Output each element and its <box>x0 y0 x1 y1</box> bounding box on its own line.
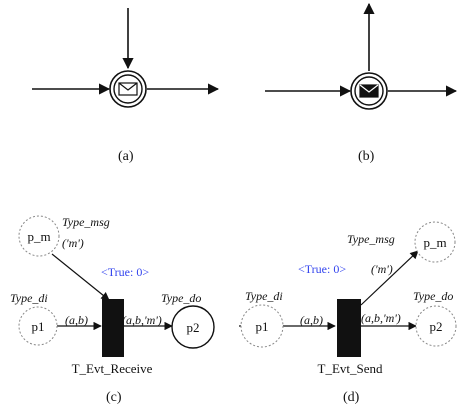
place-p2: p2 <box>171 305 215 349</box>
arc-out-label: (a,b,'m') <box>122 313 162 327</box>
arc-in-label: (a,b) <box>300 313 323 327</box>
type-di-label: Type_di <box>10 291 48 305</box>
transition-label: T_Evt_Receive <box>72 361 153 376</box>
place-p2-label: p2 <box>187 320 200 335</box>
place-p-m: p_m <box>414 221 456 263</box>
place-p1: p1 <box>18 306 58 346</box>
token-msg-label: ('m') <box>371 262 393 276</box>
place-p1: p1 <box>240 304 284 348</box>
arc-in-label: (a,b) <box>65 313 88 327</box>
place-p1-label: p1 <box>32 319 45 334</box>
place-p1-label: p1 <box>256 319 269 334</box>
place-p2: p2 <box>415 305 457 347</box>
transition-t-evt-receive <box>102 299 124 357</box>
transition-t-evt-send <box>337 299 361 357</box>
arc-pm-to-transition <box>51 253 110 301</box>
panel-c: p_m p1 p2 Type_msg ('m') <True: 0> Type_… <box>10 215 215 405</box>
type-do-label: Type_do <box>161 291 201 305</box>
guard-label: <True: 0> <box>298 262 346 276</box>
catching-message-event-icon <box>109 70 147 108</box>
transition-label: T_Evt_Send <box>318 361 383 376</box>
caption-d: (d) <box>343 390 360 405</box>
guard-label: <True: 0> <box>101 265 149 279</box>
place-p-m-label: p_m <box>27 229 50 244</box>
type-di-label: Type_di <box>245 289 283 303</box>
token-msg-label: ('m') <box>62 236 84 250</box>
place-p-m: p_m <box>18 215 60 257</box>
arc-out-label: (a,b,'m') <box>361 311 401 325</box>
type-do-label: Type_do <box>413 289 453 303</box>
panel-d: p_m p1 p2 Type_msg <True: 0> ('m') Type_… <box>239 221 457 405</box>
type-msg-label: Type_msg <box>62 215 110 229</box>
panel-b: (b) <box>265 2 458 164</box>
caption-c: (c) <box>106 390 122 405</box>
throwing-message-event-icon <box>350 72 388 110</box>
caption-a: (a) <box>118 149 134 164</box>
arc-transition-to-pm <box>360 250 419 306</box>
place-p-m-label: p_m <box>423 235 446 250</box>
caption-b: (b) <box>358 149 375 164</box>
type-msg-label: Type_msg <box>347 232 395 246</box>
panel-a: (a) <box>32 8 220 164</box>
place-p2-label: p2 <box>430 319 443 334</box>
